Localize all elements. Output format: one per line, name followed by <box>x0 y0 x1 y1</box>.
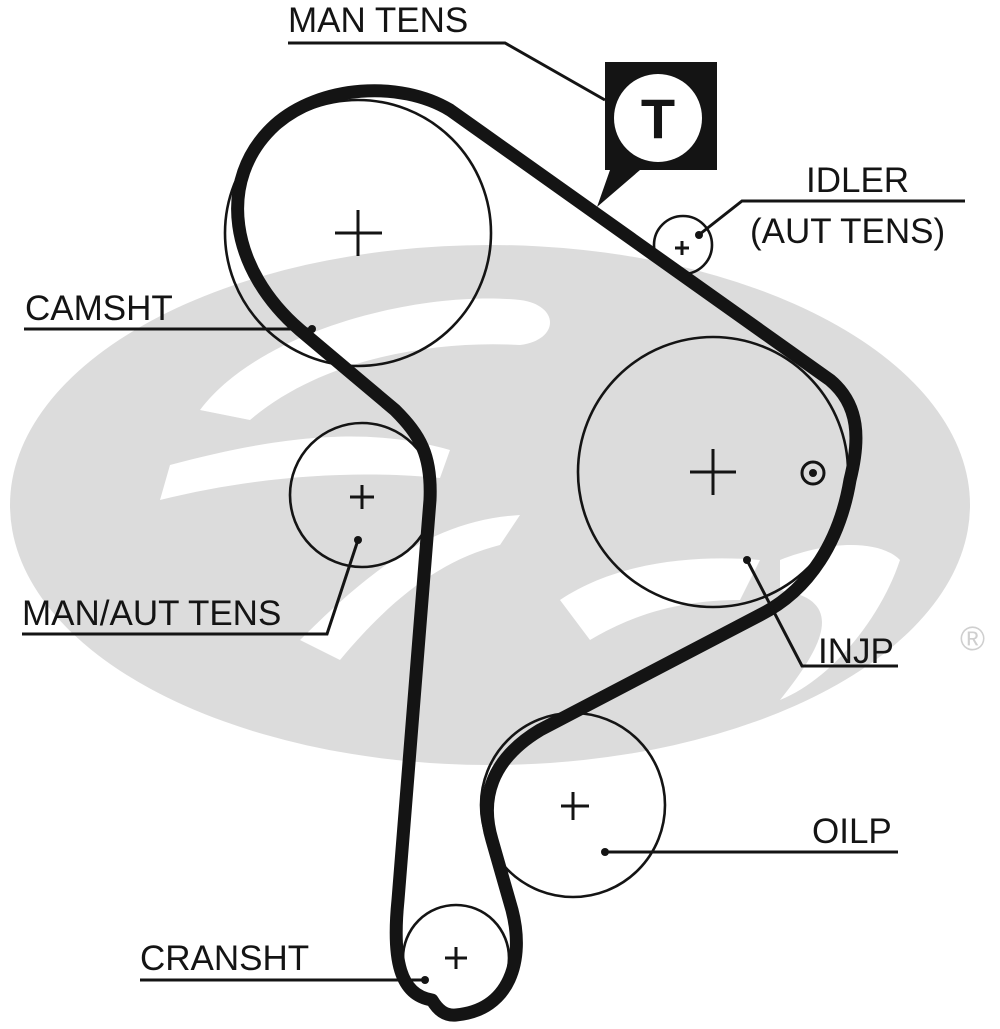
label-cransht: CRANSHT <box>140 939 309 978</box>
injp-center-cross-icon <box>690 449 736 495</box>
injp-timing-mark-icon <box>800 460 826 486</box>
leader-dot-idler <box>695 231 703 239</box>
camshaft-center-cross-icon <box>335 210 382 256</box>
leader-dot-oilp <box>601 848 609 856</box>
leader-man-tens <box>288 41 606 102</box>
label-idler-aut-tens: (AUT TENS) <box>750 212 945 251</box>
leader-dot-man-aut-tens <box>354 536 362 544</box>
idler-center-cross-icon <box>675 241 689 255</box>
tensioner-center-cross-icon <box>350 485 374 509</box>
man-tens-badge: T <box>597 62 717 207</box>
oilp-center-cross-icon <box>561 792 589 820</box>
leader-injp <box>746 561 898 668</box>
label-man-tens: MAN TENS <box>288 1 468 40</box>
leader-dot-cransht <box>421 976 429 984</box>
man-tens-badge-letter: T <box>641 87 675 150</box>
label-camsht: CAMSHT <box>25 289 173 328</box>
leader-dot-camsht <box>308 325 316 333</box>
leader-dot-injp <box>743 556 751 564</box>
label-man-aut-tens: MAN/AUT TENS <box>22 594 281 633</box>
camshaft-pulley <box>223 98 493 368</box>
crank-center-cross-icon <box>445 947 467 969</box>
label-idler: IDLER <box>806 161 909 200</box>
leader-idler <box>699 199 965 236</box>
timing-belt <box>231 84 863 1022</box>
label-oilp: OILP <box>812 812 892 851</box>
leader-man-aut-tens <box>22 539 360 636</box>
registered-mark: ® <box>960 620 985 658</box>
